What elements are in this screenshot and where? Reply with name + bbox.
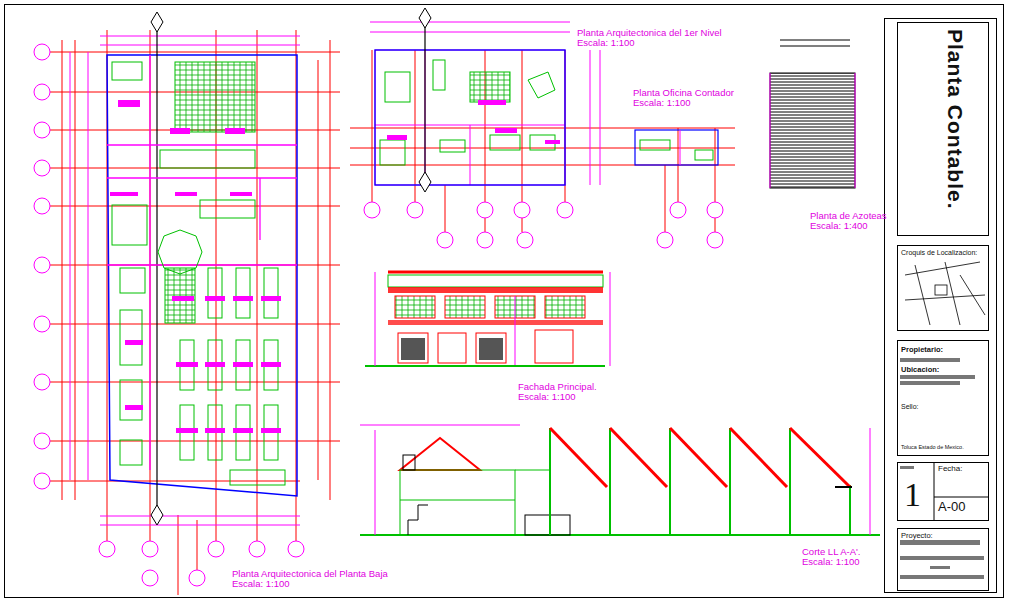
view-label: Planta Oficina Contador [633, 88, 734, 98]
title-block-panel: Proyecto: [898, 529, 988, 590]
panel-text: 1 [904, 477, 921, 513]
view-label: Planta Arquitectonica del 1er Nivel [577, 28, 722, 38]
view-label: Planta de Azoteas [810, 211, 887, 221]
panel-text: Ubicacion: [901, 366, 939, 374]
panel-text: Propietario: [901, 346, 943, 354]
sheet-title: Planta Contable. [943, 29, 967, 210]
view-label: Escala: 1:100 [232, 579, 290, 589]
panel-text: Proyecto: [901, 532, 933, 540]
panel-text: Sello: [901, 403, 919, 410]
facade-elevation [365, 272, 610, 366]
view-label: Escala: 1:100 [518, 392, 576, 402]
title-block-panel: Propietario: Ubicacion: Sello: Toluca Estad… [898, 341, 988, 455]
title-block-panel: Croquis de Localizacion: [898, 246, 988, 330]
roof-plan [770, 40, 855, 188]
office-plan [635, 130, 718, 165]
panel-text: Fecha: [938, 465, 962, 473]
view-label: Escala: 1:100 [577, 38, 635, 48]
view-label: Corte LL A-A'. [802, 547, 861, 557]
view-label: Escala: 1:100 [633, 98, 691, 108]
view-label: Planta Arquitectonica del Planta Baja [232, 569, 388, 579]
panel-text: Croquis de Localizacion: [901, 249, 977, 256]
section-cut [360, 425, 880, 535]
first-floor-plan [350, 8, 735, 248]
view-label: Escala: 1:400 [810, 221, 868, 231]
title-block-panel: Fecha: 1A-00 [898, 463, 988, 520]
view-label: Escala: 1:100 [802, 557, 860, 567]
title-block [898, 23, 989, 591]
ground-floor-plan [34, 12, 340, 595]
view-label: Fachada Principal. [518, 382, 597, 392]
panel-text: A-00 [938, 500, 965, 514]
panel-text: Toluca Estado de Mexico. [901, 445, 964, 451]
